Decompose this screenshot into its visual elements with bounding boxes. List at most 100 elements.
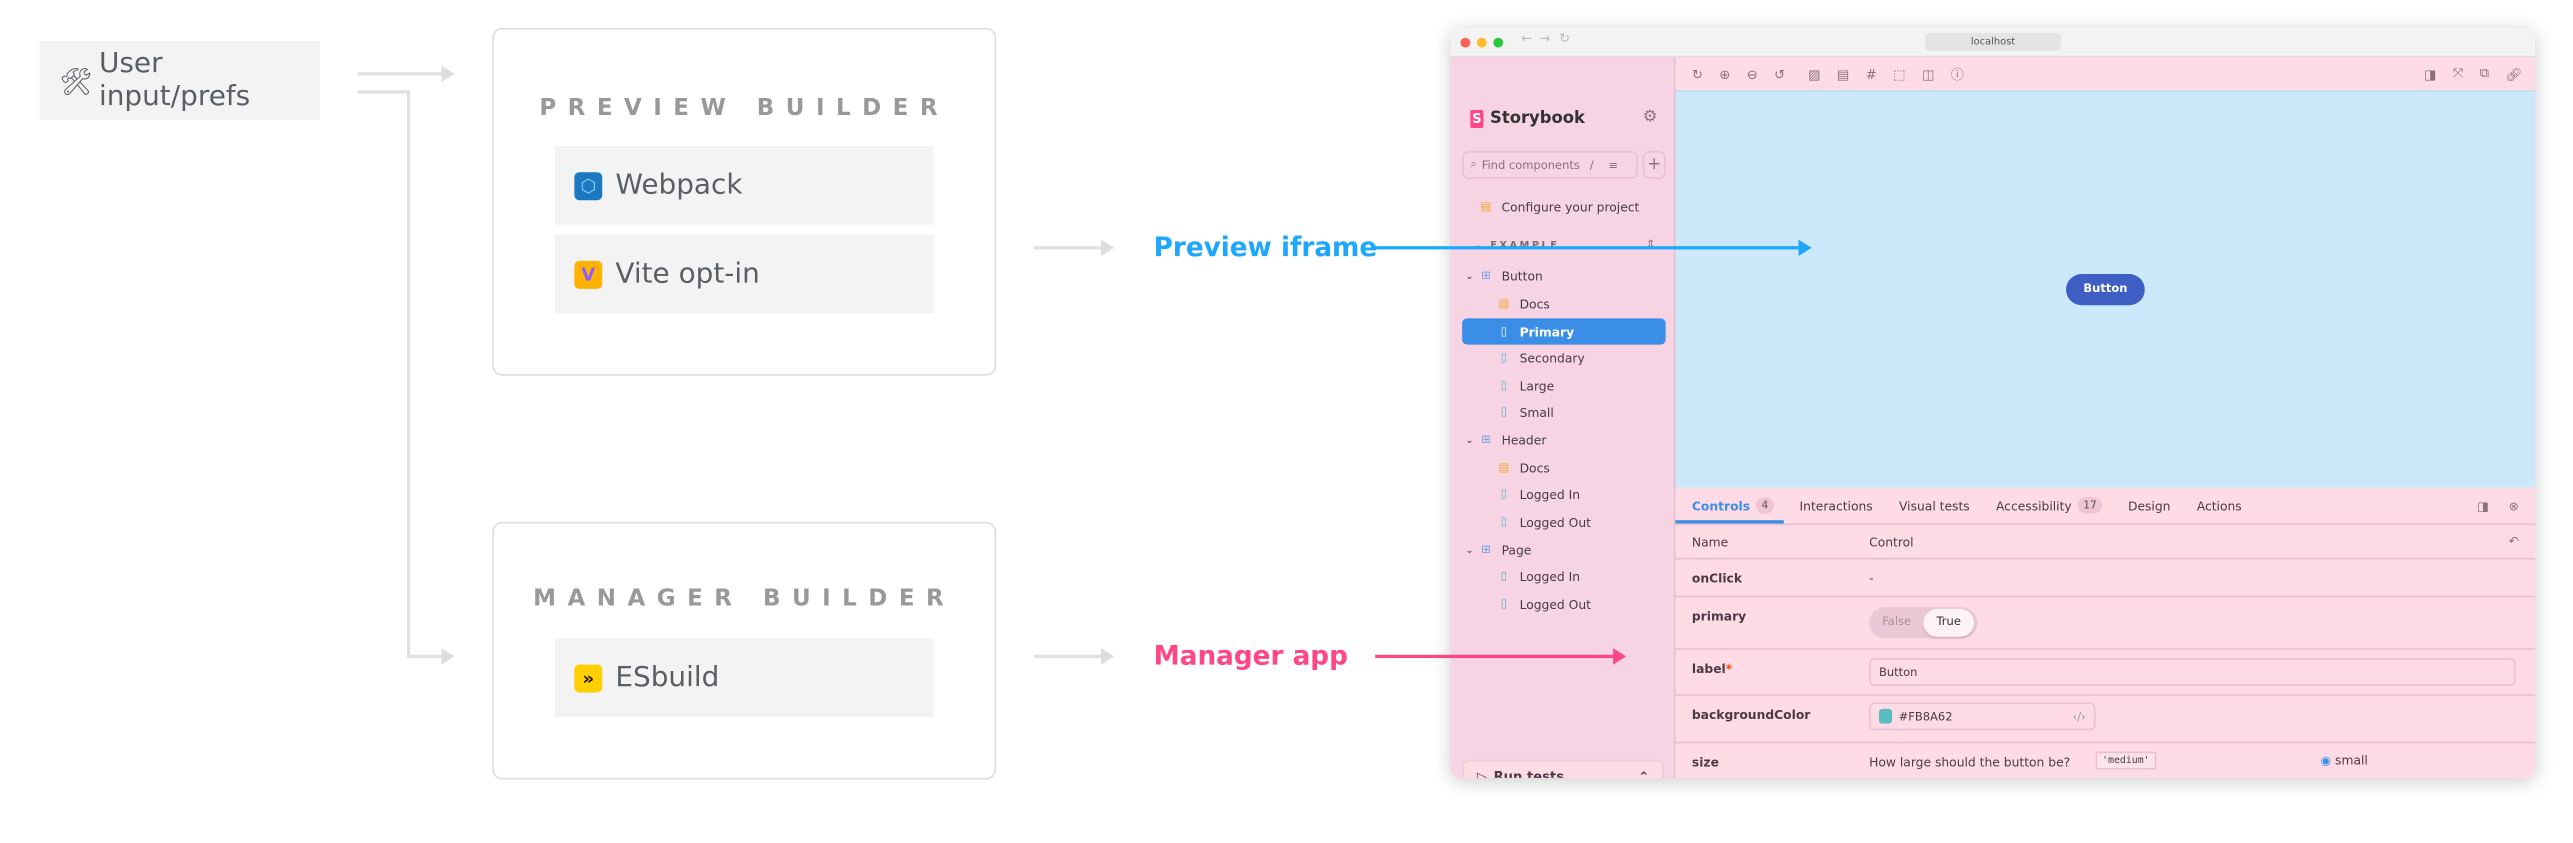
label-name: label* (1692, 661, 1732, 676)
tree-item-label: Logged Out (1519, 514, 1591, 530)
manager-builder-title: MANAGER BUILDER (533, 585, 956, 613)
tree-item-docs[interactable]: ▤Docs (1462, 290, 1665, 316)
background-icon[interactable]: ▨ (1808, 66, 1821, 82)
configure-project-link[interactable]: ▤ Configure your project (1480, 194, 1683, 220)
control-row-background-color: backgroundColor #FB8A62 ‹/› (1675, 696, 2536, 744)
tab-design[interactable]: Design (2128, 498, 2171, 513)
tree-item-label: Header (1501, 432, 1547, 448)
add-button[interactable]: + (1642, 150, 1666, 179)
controls-header-row: Name Control ↶ (1675, 525, 2536, 560)
primary-toggle[interactable]: False True (1869, 607, 1978, 639)
component-icon: ⊞ (1481, 543, 1491, 557)
tree-item-component[interactable]: ⌄⊞Header (1462, 427, 1665, 453)
code-icon[interactable]: ‹/› (2072, 709, 2086, 723)
forward-icon[interactable]: → (1539, 31, 1551, 46)
tab-interactions[interactable]: Interactions (1800, 498, 1873, 513)
group-example[interactable]: ⌄ EXAMPLE (1474, 240, 1560, 251)
zoom-out-icon[interactable]: ⊖ (1746, 66, 1758, 82)
tree-item-story[interactable]: ▯Logged In (1462, 481, 1665, 507)
tree-item-story[interactable]: ▯Logged Out (1462, 591, 1665, 617)
size-option-small[interactable]: ◉ small (2320, 753, 2367, 768)
tab-label: Controls (1691, 498, 1751, 513)
chevron-down-icon[interactable]: ⌄ (1465, 543, 1474, 556)
bookmark-icon: ▯ (1500, 569, 1508, 583)
connector-vertical (406, 90, 410, 659)
address-bar[interactable]: localhost (1924, 32, 2062, 51)
run-tests-button[interactable]: ▷ Run tests ⌃ (1462, 759, 1664, 778)
reset-controls-icon[interactable]: ↶ (2508, 533, 2519, 549)
search-input[interactable]: ⌕ Find components / ≡ (1462, 150, 1638, 179)
open-new-tab-icon[interactable]: ⧉ (2479, 65, 2490, 81)
viewport-icon[interactable]: ▤ (1836, 66, 1850, 82)
chevron-down-icon[interactable]: ⌄ (1465, 269, 1474, 282)
arrowhead (1101, 648, 1115, 665)
tab-visual-tests[interactable]: Visual tests (1899, 498, 1970, 513)
tree-item-story[interactable]: ▯Large (1462, 373, 1665, 399)
zoom-reset-icon[interactable]: ↺ (1774, 66, 1786, 82)
tree-item-story[interactable]: ▯Small (1462, 399, 1665, 425)
chevron-up-icon[interactable]: ⌃ (1638, 769, 1650, 778)
tree-item-label: Button (1501, 268, 1543, 284)
manager-builder-frame: MANAGER BUILDER » ESbuild (492, 521, 997, 780)
close-dot[interactable] (1460, 37, 1471, 48)
back-icon[interactable]: ← (1521, 31, 1533, 46)
control-row-onclick: onClick - (1675, 560, 2536, 598)
toggle-false[interactable]: False (1882, 615, 1912, 629)
filter-icon[interactable]: ≡ (1608, 158, 1619, 172)
accessibility-icon[interactable]: ⓘ (1950, 66, 1964, 82)
minimize-dot[interactable] (1476, 37, 1487, 48)
tree-item-component[interactable]: ⌄⊞Page (1462, 537, 1665, 563)
onclick-value: - (1869, 571, 1874, 586)
manager-pointer-arrowhead (1613, 648, 1627, 665)
group-label: EXAMPLE (1490, 240, 1559, 251)
expand-collapse-icon[interactable]: ⇕ (1645, 237, 1656, 252)
tree-item-story[interactable]: ▯Secondary (1462, 345, 1665, 371)
measure-icon[interactable]: ◫ (1921, 66, 1935, 82)
color-swatch[interactable] (1878, 708, 1893, 724)
webpack-box: ⬡ Webpack (554, 146, 934, 225)
outline-icon[interactable]: ⬚ (1893, 66, 1906, 82)
tree-item-component[interactable]: ⌄⊞Button (1462, 263, 1665, 289)
sidebar-toggle-icon[interactable]: ◨ (2424, 66, 2437, 82)
webpack-label: Webpack (615, 169, 743, 202)
size-default: 'medium' (2095, 751, 2157, 770)
sidebar: S Storybook ⚙ ⌕ Find components / ≡ + ▤ … (1450, 57, 1676, 778)
close-panel-icon[interactable]: ⊗ (2508, 498, 2519, 513)
bookmark-icon: ▯ (1500, 351, 1508, 365)
zoom-in-icon[interactable]: ⊕ (1719, 66, 1731, 82)
zoom-dot[interactable] (1493, 37, 1504, 48)
label-input[interactable]: Button (1869, 658, 2516, 686)
reload-icon[interactable]: ↻ (1558, 31, 1570, 46)
tree-item-story[interactable]: ▯ Logged In (1462, 563, 1665, 589)
size-option-label: small (2335, 753, 2368, 768)
preview-button[interactable]: Button (2066, 274, 2145, 306)
tree-item-label: Logged In (1519, 568, 1581, 584)
chevron-down-icon[interactable]: ⌄ (1465, 434, 1474, 446)
tree-item-story[interactable]: ▯Logged Out (1462, 509, 1665, 535)
grid-icon[interactable]: # (1865, 66, 1877, 82)
search-icon: ⌕ (1470, 157, 1477, 171)
reload-story-icon[interactable]: ↻ (1691, 66, 1703, 82)
storybook-logo-icon: S (1470, 109, 1484, 128)
gear-icon[interactable]: ⚙ (1642, 108, 1658, 127)
toolbar: ↻ ⊕ ⊖ ↺ ▨ ▤ # ⬚ ◫ ⓘ ◨ ⤧ ⧉ 🔗︎ (1675, 57, 2536, 92)
tab-actions[interactable]: Actions (2197, 498, 2242, 513)
header-name: Name (1691, 534, 1729, 550)
tree-item-story[interactable]: ▯Primary (1462, 318, 1666, 345)
radio-selected-icon[interactable]: ◉ (2320, 753, 2332, 768)
tree-item-docs[interactable]: ▤Docs (1462, 455, 1665, 481)
copy-link-icon[interactable]: 🔗︎ (2505, 66, 2523, 82)
panel-orientation-icon[interactable]: ◨ (2477, 498, 2489, 513)
brand-name: Storybook (1490, 109, 1585, 128)
tree-item-label: Docs (1519, 296, 1550, 311)
search-shortcut: / (1589, 158, 1594, 172)
toggle-true[interactable]: True (1923, 608, 1975, 637)
color-input[interactable]: #FB8A62 ‹/› (1869, 702, 2096, 731)
fullscreen-icon[interactable]: ⤧ (2452, 65, 2464, 81)
preview-builder-title: PREVIEW BUILDER (539, 95, 950, 122)
esbuild-box: » ESbuild (554, 638, 934, 718)
brand: S Storybook (1470, 109, 1585, 128)
